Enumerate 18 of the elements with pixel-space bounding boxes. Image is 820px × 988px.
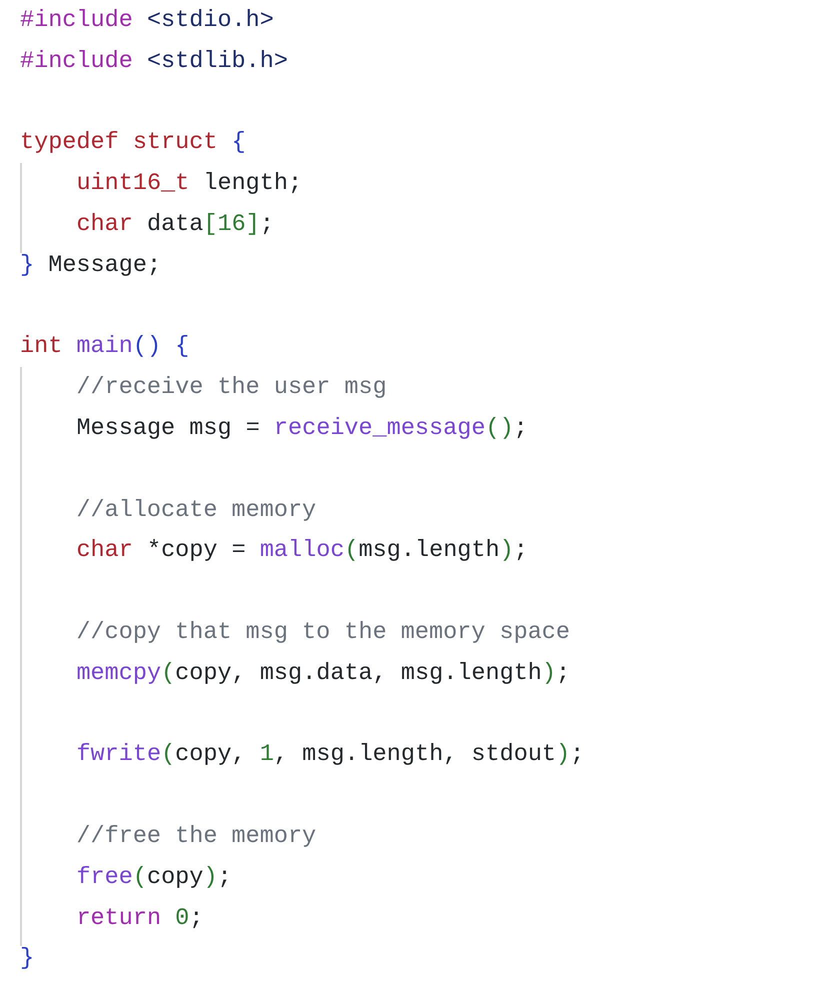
code-line: //free the memory xyxy=(75,822,316,852)
code-line: } Message; xyxy=(20,250,162,281)
code-line: //copy that msg to the memory space xyxy=(75,618,570,648)
code-line: int main() { xyxy=(20,332,190,362)
code-line: //allocate memory xyxy=(75,496,316,526)
code-line: fwrite(copy, 1, msg.length, stdout); xyxy=(75,740,584,770)
code-line: char *copy = malloc(msg.length); xyxy=(75,536,528,566)
code-line: #include <stdio.h> xyxy=(20,6,274,36)
code-line: memcpy(copy, msg.data, msg.length); xyxy=(75,658,570,689)
code-line: free(copy); xyxy=(75,862,232,893)
code-line: return 0; xyxy=(75,904,204,934)
code-line: uint16_t length; xyxy=(75,169,302,200)
code-line: //receive the user msg xyxy=(75,373,387,404)
code-line: } xyxy=(20,944,34,974)
code-line: Message msg = receive_message(); xyxy=(75,414,528,444)
code-line: char data[16]; xyxy=(75,210,274,240)
code-line: typedef struct { xyxy=(20,128,246,158)
code-line: #include <stdlib.h> xyxy=(20,46,288,77)
